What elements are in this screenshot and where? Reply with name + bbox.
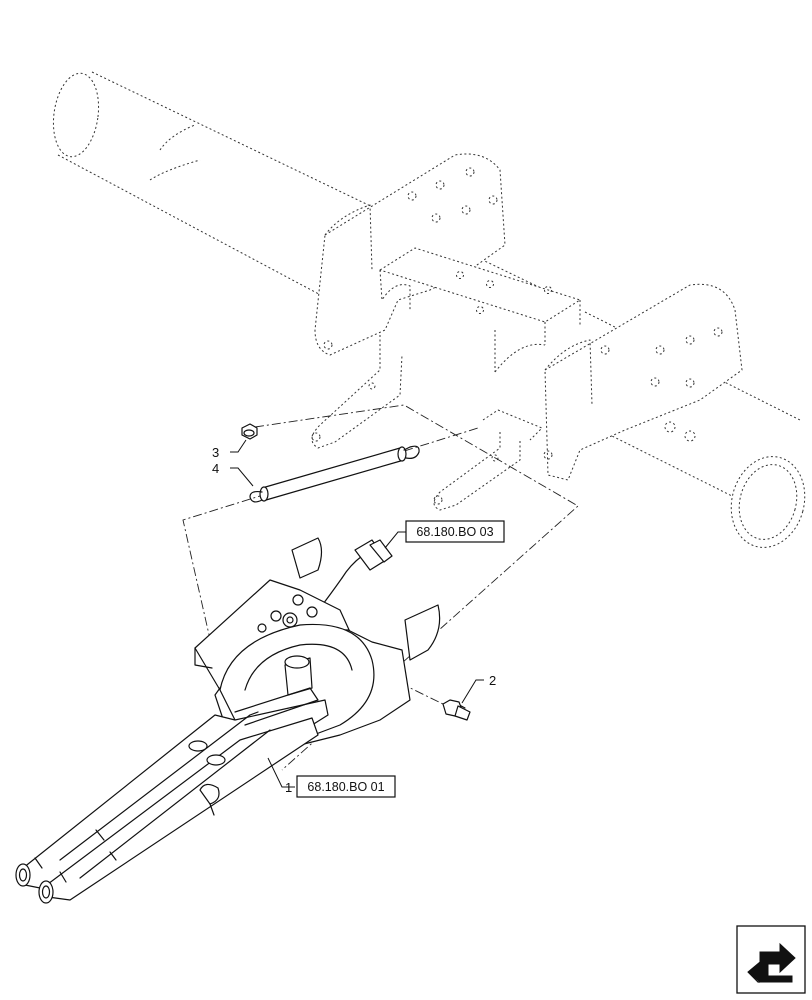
axle-tube-phantom	[52, 71, 806, 548]
next-page-arrow-icon[interactable]	[736, 925, 806, 994]
ref-box-bo01[interactable]: 68.180.BO 01	[296, 775, 396, 798]
part-3-flange-nut	[241, 423, 258, 440]
callout-4: 4	[212, 461, 219, 476]
part-2-hex-bolt	[442, 699, 471, 721]
callout-2: 2	[489, 673, 496, 688]
ref-label-bo03: 68.180.BO 03	[416, 525, 493, 539]
left-mount-bracket-phantom	[311, 153, 506, 449]
callout-3: 3	[212, 445, 219, 460]
ref-box-bo03[interactable]: 68.180.BO 03	[405, 520, 505, 543]
center-saddle-phantom	[379, 247, 581, 373]
part-4-tension-spring	[249, 445, 420, 503]
ref-label-bo01: 68.180.BO 01	[307, 780, 384, 794]
right-mount-bracket-phantom	[433, 283, 743, 511]
part-1-hitch-assembly	[15, 537, 441, 904]
leader-lines	[230, 439, 484, 788]
callout-1: 1	[285, 780, 292, 795]
